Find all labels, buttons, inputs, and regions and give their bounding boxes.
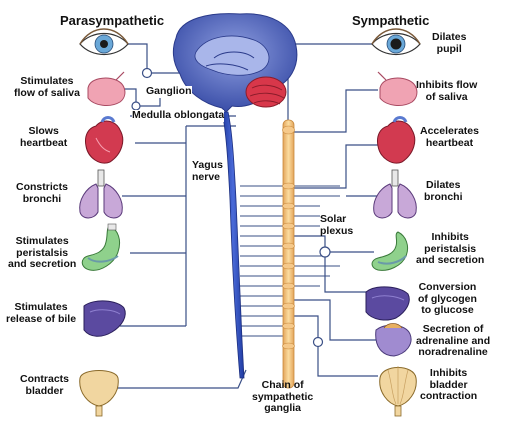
path-pupil-right [287, 43, 372, 128]
left-effect-heart: Slows heartbeat [20, 125, 68, 149]
liver-right-icon [365, 286, 410, 321]
path-heart-right [294, 144, 380, 189]
bladder-right-icon [379, 366, 417, 417]
right-effect-pupil: Dilates pupil [432, 31, 467, 55]
label-chain-of-sympathetic-ganglia: Chain of sympathetic ganglia [252, 379, 314, 414]
heart-left-icon [85, 116, 124, 164]
eye-left-icon [79, 28, 129, 56]
right-effect-saliva: Inhibits flow of saliva [416, 79, 478, 103]
path-bladder-left [100, 369, 247, 389]
brain [172, 13, 298, 113]
adrenal-kidney-icon [375, 323, 412, 357]
heart-right-icon [377, 116, 416, 164]
eye-right-icon [371, 28, 421, 56]
lungs-right-icon [373, 169, 417, 219]
left-effect-bronchi: Constricts bronchi [16, 181, 68, 205]
ganglion-eye [141, 67, 153, 79]
right-effect-glycogen: Conversion of glycogen to glucose [418, 281, 477, 316]
header-parasympathetic: Parasympathetic [60, 13, 165, 28]
sympathetic-pathways [287, 43, 380, 377]
label-ganglion: Ganglion [146, 85, 192, 98]
left-effect-stomach: Stimulates peristalsis and secretion [8, 235, 77, 270]
right-effect-heart: Accelerates heartbeat [420, 125, 479, 149]
liver-left-icon [83, 300, 126, 337]
ganglion-bladder [312, 336, 324, 348]
left-effect-bile: Stimulates release of bile [6, 301, 77, 325]
label-vagus-nerve: Yagus nerve [192, 159, 223, 183]
path-eye-left [128, 43, 148, 72]
right-effect-bladder: Inhibits bladder contraction [420, 367, 478, 402]
cerebellum [245, 76, 287, 108]
lungs-left-icon [79, 169, 123, 219]
path-saliva-right [294, 89, 378, 133]
header-sympathetic: Sympathetic [352, 13, 430, 28]
path-adrenal-right [294, 299, 376, 341]
salivary-gland-right-icon [377, 71, 418, 106]
salivary-gland-left-icon [87, 71, 126, 106]
right-effect-stomach: Inhibits peristalsis and secretion [416, 231, 485, 266]
path-bladder-right [317, 346, 378, 377]
sympathetic-chain [282, 119, 295, 389]
path-saliva-left [124, 88, 137, 104]
path-glycogen-right [324, 257, 372, 293]
stomach-left-icon [81, 223, 121, 271]
bladder-left-icon [79, 370, 119, 417]
left-effect-saliva: Stimulates flow of saliva [14, 75, 80, 99]
left-effect-bladder: Contracts bladder [20, 373, 70, 397]
stomach-right-icon [371, 231, 409, 271]
label-solar-plexus: Solar plexus [320, 213, 354, 237]
spinal-cord [221, 111, 245, 379]
label-medulla-oblongata: Medulla oblongata [132, 109, 225, 122]
right-effect-bronchi: Dilates bronchi [424, 179, 463, 203]
right-effect-adrenal: Secretion of adrenaline and noradrenalin… [416, 323, 491, 358]
